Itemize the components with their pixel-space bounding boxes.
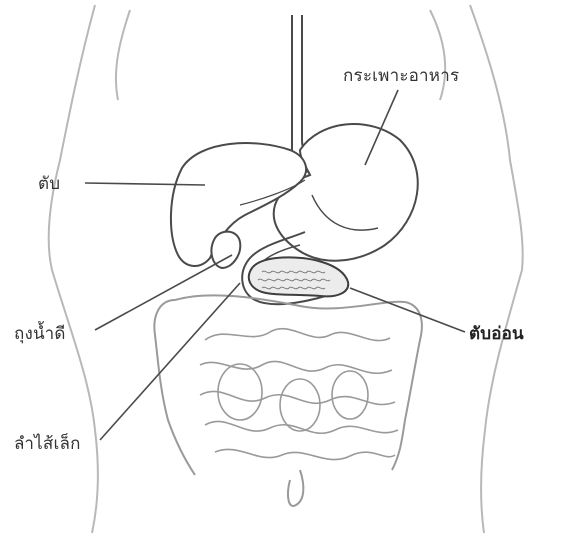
pancreas-label: ตับอ่อน: [469, 320, 524, 347]
gallbladder-label: ถุงน้ำดี: [14, 320, 66, 347]
pancreas-shape: [249, 257, 348, 296]
pancreas-leader: [350, 288, 465, 332]
gallbladder-leader: [95, 255, 232, 330]
small-intestine-leader: [100, 283, 240, 440]
stomach-label: กระเพาะอาหาร: [343, 62, 459, 89]
small-intestine: [200, 329, 398, 460]
small-intestine-label: ลำไส้เล็ก: [14, 430, 81, 457]
stomach-shape: [274, 124, 418, 261]
large-intestine: [154, 295, 421, 506]
liver-label: ตับ: [38, 170, 60, 197]
gallbladder-shape: [211, 232, 240, 268]
